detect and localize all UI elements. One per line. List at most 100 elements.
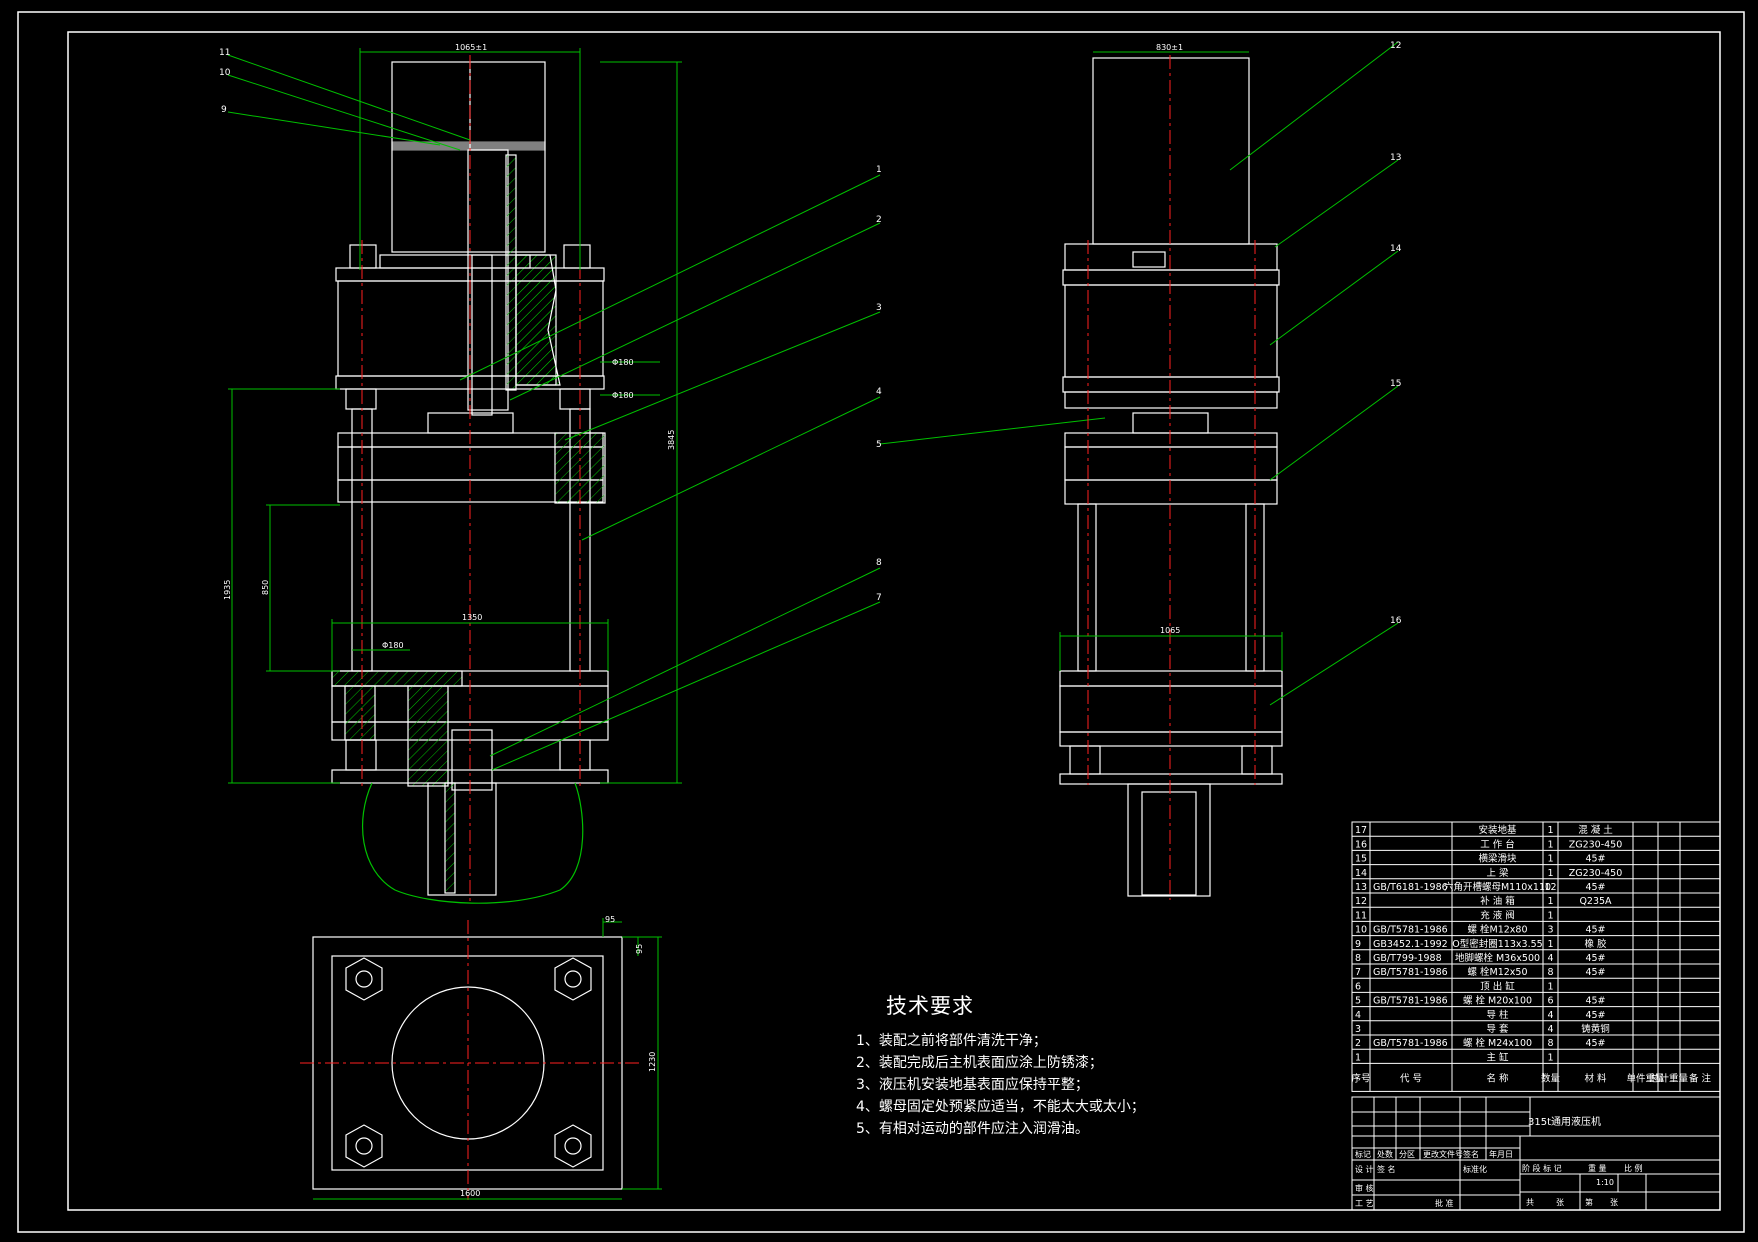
header-code: 代 号 (1400, 1073, 1422, 1084)
rev-header-4: 签名 (1463, 1149, 1479, 1159)
part-no-15: 15 (1355, 854, 1367, 865)
dim-front-stroke: 850 (261, 580, 270, 595)
part-no-11: 11 (1355, 910, 1367, 921)
part-material-15: 45# (1585, 854, 1605, 865)
part-name-11: 充 液 阀 (1480, 909, 1515, 921)
part-name-8: 地脚螺栓 M36x500 (1455, 952, 1540, 964)
balloon-2: 2 (876, 215, 882, 225)
requirement-1: 1、装配之前将部件清洗干净； (856, 1033, 1047, 1049)
part-code-5: GB/T5781-1986 (1373, 996, 1448, 1007)
part-material-17: 混 凝 土 (1578, 824, 1613, 836)
part-material-7: 45# (1585, 967, 1605, 978)
part-material-13: 45# (1585, 882, 1605, 893)
part-name-14: 上 梁 (1486, 867, 1509, 879)
part-qty-1: 1 (1547, 1052, 1553, 1063)
part-no-9: 9 (1355, 939, 1361, 950)
part-code-8: GB/T799-1988 (1373, 953, 1442, 964)
front-dimensions (228, 48, 682, 784)
part-qty-14: 1 (1547, 868, 1553, 879)
title-block (1351, 1096, 1721, 1211)
technical-requirements-title: 技术要求 (886, 994, 974, 1018)
rev-header-2: 分区 (1399, 1150, 1415, 1159)
process-label: 工 艺 (1355, 1199, 1374, 1208)
part-code-13: GB/T6181-1986 (1373, 882, 1448, 893)
dim-front-table-width: 1350 (462, 613, 482, 622)
side-centerlines (1087, 55, 1256, 900)
front-leaders (227, 54, 1106, 771)
sheet-di: 第 (1585, 1197, 1593, 1207)
part-qty-7: 8 (1547, 967, 1553, 978)
sheet-total: 共 (1526, 1198, 1534, 1207)
rev-header-1: 处数 (1377, 1149, 1393, 1159)
part-qty-2: 8 (1547, 1038, 1553, 1049)
part-no-14: 14 (1355, 868, 1367, 879)
side-dimensions (1059, 51, 1283, 671)
part-name-2: 螺 栓 M24x100 (1463, 1037, 1532, 1049)
part-material-9: 橡 胶 (1584, 938, 1607, 950)
balloon-14: 14 (1390, 244, 1402, 254)
base-centerlines (300, 920, 640, 1200)
part-material-4: 45# (1585, 1010, 1605, 1021)
dim-base-offset-x: 95 (605, 915, 615, 924)
front-dimension-texts: 1065±1 3845 1935 850 1350 Φ180 Φ180 Φ180 (223, 43, 676, 650)
balloon-7: 7 (876, 593, 882, 603)
part-qty-4: 4 (1547, 1010, 1553, 1021)
part-material-5: 45# (1585, 996, 1605, 1007)
dim-front-width-top: 1065±1 (455, 43, 487, 52)
part-name-12: 补 油 箱 (1480, 895, 1515, 907)
part-no-16: 16 (1355, 839, 1367, 850)
dim-base-height: 1230 (648, 1052, 657, 1072)
stage-header-0: 阶 段 标 记 (1522, 1163, 1562, 1173)
outer-border (17, 11, 1745, 1233)
part-no-12: 12 (1355, 896, 1367, 907)
header-unit-weight: 单件重量 (1626, 1072, 1665, 1084)
part-material-14: ZG230-450 (1569, 868, 1623, 879)
dim-front-height-total: 3845 (667, 430, 676, 450)
balloon-13: 13 (1390, 153, 1401, 163)
header-no: 序号 (1351, 1072, 1370, 1084)
part-name-16: 工 作 台 (1480, 838, 1515, 850)
part-name-3: 导 套 (1486, 1023, 1509, 1035)
dim-side-table-width: 1065 (1160, 626, 1180, 635)
drawing-title: 315t通用液压机 (1528, 1115, 1601, 1128)
side-balloon-texts: 12 13 14 15 16 (1390, 41, 1402, 626)
front-centerlines (361, 55, 581, 905)
header-total-weight: 总计重量 (1650, 1072, 1689, 1084)
part-material-16: ZG230-450 (1569, 839, 1623, 850)
stage-header-2: 比 例 (1624, 1163, 1643, 1173)
part-code-7: GB/T5781-1986 (1373, 967, 1448, 978)
part-no-3: 3 (1355, 1024, 1361, 1035)
front-balloon-texts: 11 10 9 1 2 3 4 5 8 7 (219, 48, 882, 603)
part-name-1: 主 缸 (1486, 1051, 1509, 1063)
balloon-10: 10 (219, 68, 231, 78)
part-code-2: GB/T5781-1986 (1373, 1038, 1448, 1049)
part-name-15: 横梁滑块 (1478, 853, 1517, 865)
header-remark: 备 注 (1689, 1072, 1712, 1084)
part-name-4: 导 柱 (1486, 1009, 1509, 1021)
part-material-10: 45# (1585, 925, 1605, 936)
part-no-7: 7 (1355, 967, 1361, 978)
stage-header-1: 重 量 (1588, 1163, 1607, 1173)
dim-base-width: 1600 (460, 1189, 480, 1198)
part-name-17: 安装地基 (1478, 824, 1517, 836)
dim-side-width-top: 830±1 (1156, 43, 1183, 52)
balloon-15: 15 (1390, 379, 1401, 389)
standard-label: 标准化 (1463, 1164, 1487, 1174)
part-qty-9: 1 (1547, 939, 1553, 950)
balloon-11: 11 (219, 48, 230, 58)
balloon-8: 8 (876, 558, 882, 568)
dim-base-offset-y: 95 (635, 944, 644, 954)
dim-front-left-height: 1935 (223, 580, 232, 600)
rev-header-0: 标记 (1355, 1149, 1371, 1159)
design-label: 设 计 (1355, 1164, 1374, 1174)
scale-value: 1:10 (1596, 1178, 1614, 1187)
dim-dia-1: Φ180 (612, 358, 634, 367)
part-material-3: 铸黄铜 (1581, 1023, 1610, 1035)
base-dimensions (313, 918, 662, 1200)
part-no-8: 8 (1355, 953, 1361, 964)
part-qty-15: 1 (1547, 854, 1553, 865)
part-name-10: 螺 栓M12x80 (1467, 924, 1527, 936)
part-no-1: 1 (1355, 1052, 1361, 1063)
part-no-13: 13 (1355, 882, 1367, 893)
